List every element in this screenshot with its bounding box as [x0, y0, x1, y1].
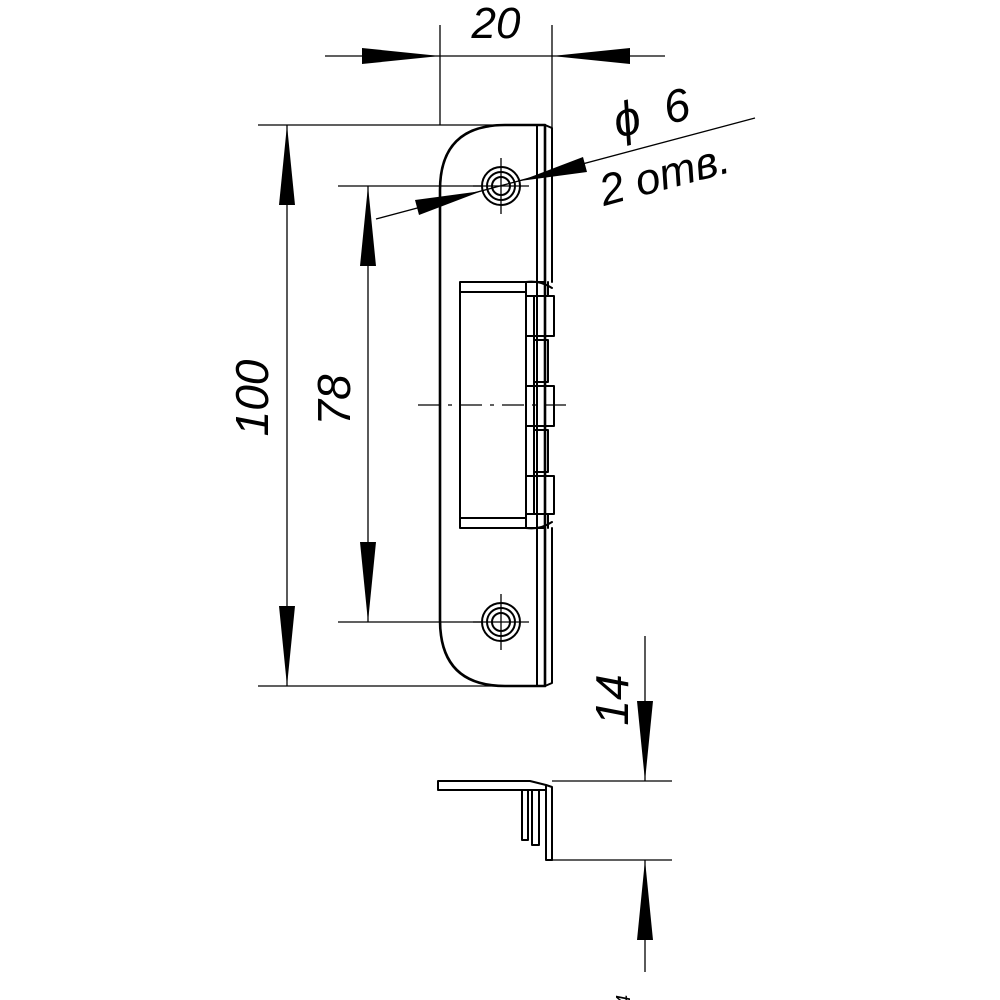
leader-arrow-right [520, 157, 587, 181]
side-tongue [521, 789, 540, 846]
dimension-width: 20 [325, 0, 665, 128]
hole-count-label: 2 отв. [593, 134, 735, 216]
dimension-total-height: 100 [226, 124, 505, 687]
leader-arrow-left [415, 191, 482, 215]
side-lip-outer [545, 784, 553, 861]
dimension-side-depth-upper: 14 [586, 636, 653, 781]
total-height-value: 100 [226, 359, 278, 436]
width-value: 20 [471, 0, 521, 48]
side-depth-lower-value: 14 [613, 995, 635, 1000]
strike-plate-side-view [437, 780, 672, 861]
dimension-hole-spacing: 78 [308, 185, 482, 623]
side-extension-lines [552, 780, 672, 861]
side-lip-inner [545, 789, 553, 861]
hole-diameter-leader: ϕ 6 2 отв. [375, 77, 756, 220]
side-depth-upper-value: 14 [586, 674, 638, 725]
plate-lip-lower [544, 527, 553, 687]
hole-diameter-value: 6 [657, 77, 696, 134]
side-plate-top [437, 780, 547, 791]
diameter-symbol: ϕ [607, 91, 647, 149]
strike-plate-front-view [418, 123, 568, 688]
latch-opening-inner [459, 291, 527, 519]
latch-tongue [525, 280, 555, 530]
hole-spacing-value: 78 [308, 374, 360, 426]
dimension-side-depth-lower: 14 [613, 860, 653, 1000]
